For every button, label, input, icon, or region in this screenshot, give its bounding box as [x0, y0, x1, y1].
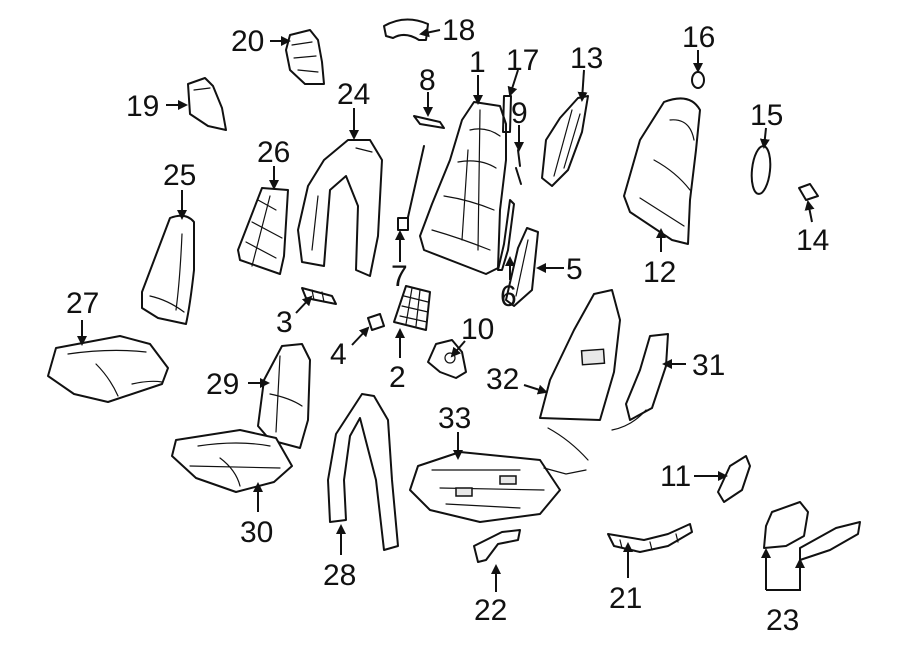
- callout-27: 27: [66, 287, 99, 320]
- callout-1: 1: [469, 46, 486, 79]
- callout-21: 21: [609, 582, 642, 615]
- callout-19: 19: [126, 90, 159, 123]
- part-13-back-panel: [541, 95, 589, 187]
- callout-25: 25: [163, 159, 196, 192]
- part-28-side-trim: [327, 393, 399, 551]
- callout-28: 28: [323, 559, 356, 592]
- callout-17: 17: [506, 44, 539, 77]
- callout-9: 9: [511, 97, 528, 130]
- part-3-roller: [301, 287, 337, 305]
- callout-8: 8: [419, 64, 436, 97]
- callout-24: 24: [337, 78, 370, 111]
- leader-lines: [77, 27, 815, 592]
- part-29-back-upholstery: [257, 343, 311, 449]
- callout-14: 14: [796, 224, 829, 257]
- part-27-seat-cushion: [47, 335, 169, 403]
- callout-16: 16: [682, 21, 715, 54]
- part-31-side-panel: [611, 333, 669, 431]
- part-5-bolster: [505, 227, 539, 307]
- part-25-backrest-cushion: [141, 214, 195, 325]
- part-4-clip: [367, 313, 385, 331]
- part-12-backrest-pad: [623, 97, 701, 245]
- part-9-spring: [515, 149, 522, 185]
- callout-11: 11: [660, 460, 691, 493]
- callout-7: 7: [391, 260, 408, 293]
- callout-23: 23: [766, 604, 799, 637]
- part-19-cover: [187, 77, 227, 131]
- callout-31: 31: [692, 349, 725, 382]
- callout-20: 20: [231, 25, 264, 58]
- callout-10: 10: [461, 313, 494, 346]
- part-23-side-trims: [763, 501, 861, 561]
- callout-6: 6: [500, 280, 517, 313]
- part-26-backrest-cover: [237, 187, 289, 275]
- callout-2: 2: [389, 361, 406, 394]
- part-1-backrest-frame: [419, 101, 507, 275]
- callout-32: 32: [486, 363, 519, 396]
- part-15-oval-pad: [750, 145, 772, 195]
- callout-15: 15: [750, 99, 783, 132]
- part-11-side-cover: [717, 455, 751, 503]
- part-24-backrest-shell: [297, 139, 383, 277]
- callout-33: 33: [438, 402, 471, 435]
- part-14-clip: [798, 183, 819, 201]
- callout-5: 5: [566, 253, 583, 286]
- part-22-front-trim: [473, 529, 521, 563]
- part-7-rod: [397, 145, 425, 231]
- part-8-bar: [413, 115, 445, 129]
- callout-12: 12: [643, 256, 676, 289]
- callout-22: 22: [474, 594, 507, 627]
- part-20-guide-bracket: [285, 29, 325, 85]
- part-33-heater-pad: [409, 451, 587, 523]
- callout-13: 13: [570, 42, 603, 75]
- callout-labels: 1 2 3 4 5 6 7 8 9 10 11 12 13 14 15 16 1…: [66, 14, 829, 637]
- callout-30: 30: [240, 516, 273, 549]
- part-2-lumbar-mat: [393, 285, 431, 331]
- part-16-clip: [691, 71, 705, 89]
- part-32-back-heater: [539, 289, 621, 461]
- callout-18: 18: [442, 14, 475, 47]
- part-21-rail: [607, 523, 693, 553]
- callout-29: 29: [206, 368, 239, 401]
- callout-4: 4: [330, 338, 347, 371]
- callout-26: 26: [257, 136, 290, 169]
- part-6-rail: [497, 199, 515, 271]
- callout-3: 3: [276, 306, 293, 339]
- part-18-top-trim: [383, 18, 429, 41]
- part-30-seat-upholstery: [171, 429, 293, 493]
